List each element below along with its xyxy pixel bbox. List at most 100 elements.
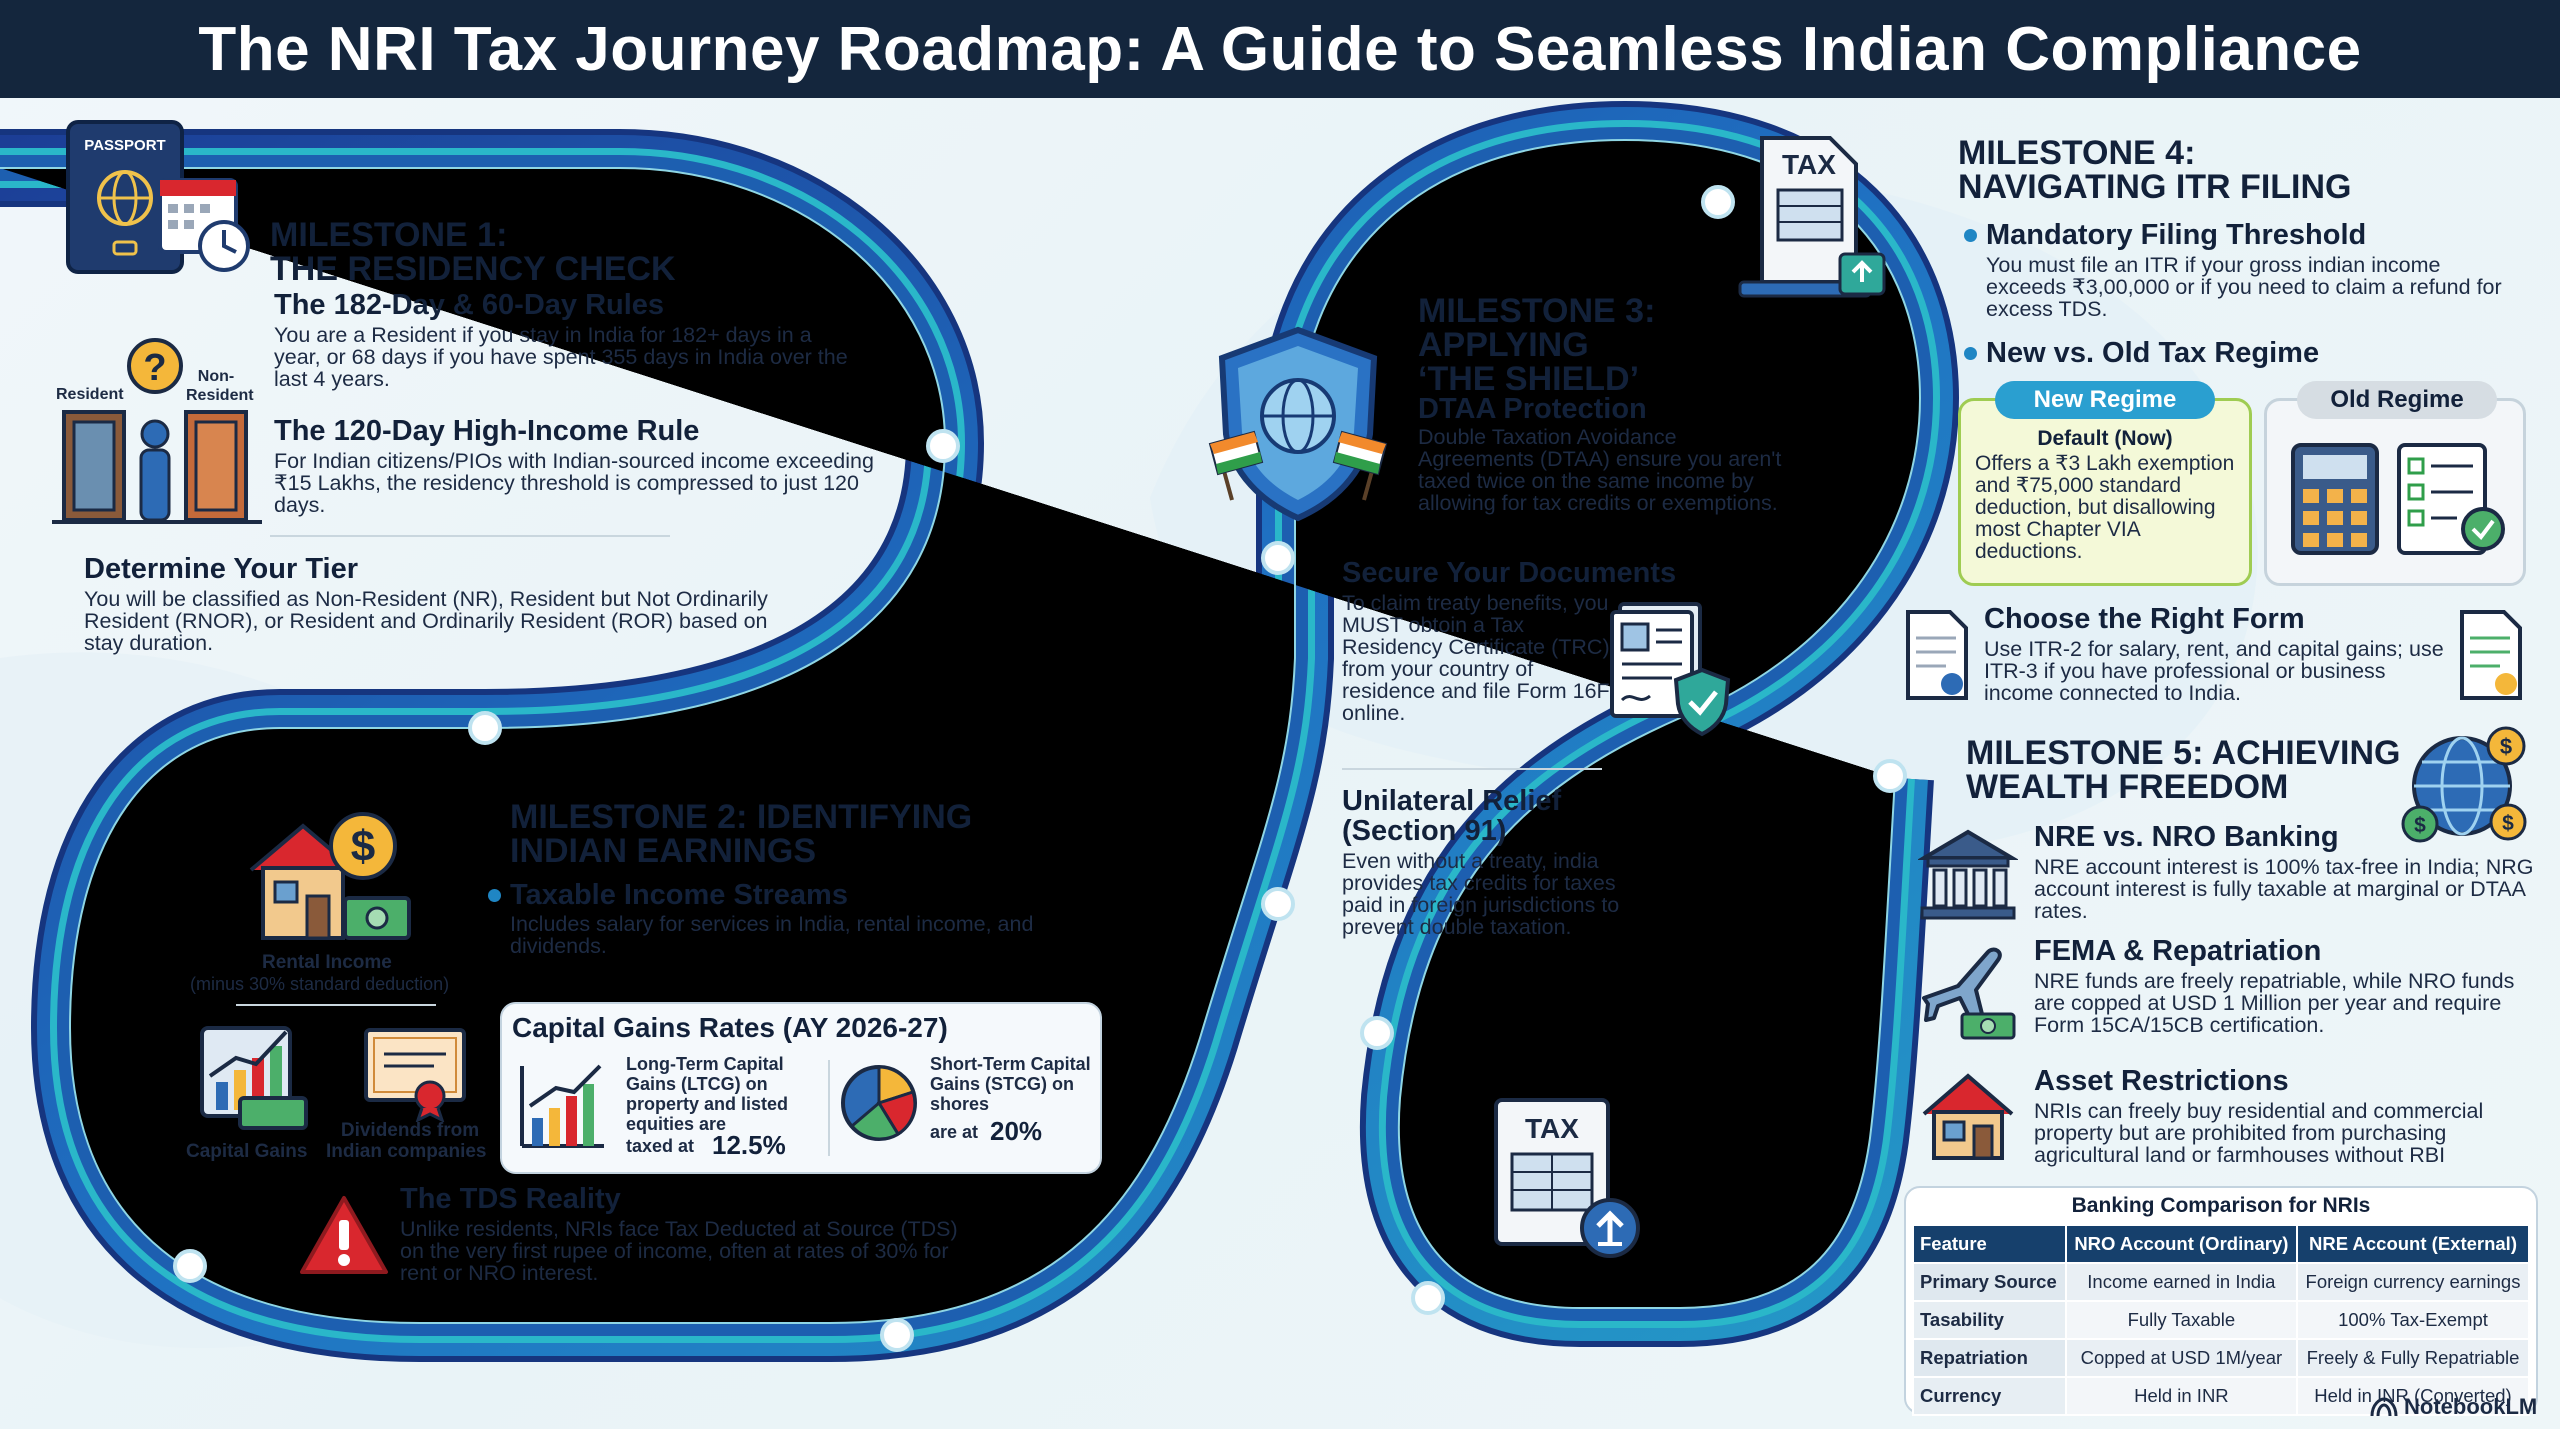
tier-text: You will be classified as Non-Resident (… [84,587,768,655]
milestone-1-title-line2: THE RESIDENCY CHECK [270,250,676,288]
bank-table-title: Banking Comparison for NRIs [2071,1194,2371,1217]
svg-text:$: $ [2502,812,2514,835]
svg-text:$: $ [2500,734,2512,759]
bank-table-wrapper: Feature NRO Account (Ordinary) NRE Accou… [1912,1224,2531,1416]
new-regime-card: New Regime Default (Now) Offers a ₹3 Lak… [1958,381,2252,586]
tax-doc-label: TAX [1525,1113,1579,1144]
svg-text:$: $ [351,822,375,871]
table-cell: Foreign currency earnings [2295,1262,2531,1302]
door-nonresident-label-1: Non- [197,368,235,385]
stcg-rate: 20% [990,1116,1043,1146]
tax-document-upload-icon: TAX [1494,1098,1640,1258]
table-cell: Freely & Fully Repatriable [2295,1338,2531,1378]
milestone-3-title-line2: APPLYING [1418,326,1589,364]
milestone-3-title-line3: ‘THE SHIELD’ [1418,360,1640,398]
regime-heading: New vs. Old Tax Regime [1963,337,2320,369]
table-cell: Copped at USD 1M/year [2064,1338,2298,1378]
brand-name: NotebookLM [2404,1394,2538,1419]
milestone-1-title-line1: MILESTONE 1: [270,216,508,254]
table-row: Repatriation Copped at USD 1M/year Freel… [1912,1338,2531,1378]
new-regime-text: Offers a ₹3 Lakh exemption and ₹75,000 s… [1975,452,2235,563]
rule-120-text: For Indian citizens/PIOs with Indian-sou… [274,449,874,517]
asset-heading: Asset Restrictions [2034,1065,2289,1097]
rental-income-label: Rental Income [262,952,392,973]
warning-icon [300,1196,388,1274]
brand-footer: NotebookLM [2370,1394,2537,1420]
ltcg-taxed: taxed at [626,1136,695,1156]
milestone-5-title-line1: MILESTONE 5: ACHIEVING [1966,734,2401,772]
form-heading: Choose the Right Form [1984,603,2305,635]
milestone-4-title-line1: MILESTONE 4: [1958,134,2196,172]
dtaa-heading: DTAA Protection [1418,393,1647,425]
dividends-label-1: Dividends from [340,1120,480,1141]
table-cell: Repatriation [1912,1338,2067,1378]
table-row: Currency Held in INR Held in INR (Conver… [1912,1376,2531,1416]
documents-heading: Secure Your Documents [1342,557,1677,589]
certificate-icon [364,1028,466,1122]
svg-text:$: $ [2414,814,2426,837]
milestone-4-title-line2: NAVIGATING ITR FILING [1958,168,2352,206]
tier-heading: Determine Your Tier [84,553,358,585]
table-row: Tasability Fully Taxable 100% Tax-Exempt [1912,1300,2531,1340]
income-streams-text: Includes salary for services in India, r… [510,912,1034,958]
old-regime-label: Old Regime [2297,381,2497,419]
dtaa-text: Double Taxation Avoidance Agreements (DT… [1418,425,1782,515]
passport-label: PASSPORT [84,137,165,154]
banking-comparison-table-card: Banking Comparison for NRIs Feature NRO … [1904,1186,2538,1416]
house-icon [1922,1073,2014,1160]
door-nonresident-label-2: Resident [186,387,254,404]
divider [270,535,670,537]
old-regime-card: Old Regime [2264,381,2526,586]
globe-money-icon: $ $ $ [2401,726,2527,843]
door-resident-label: Resident [56,386,124,403]
waypoint-markers [173,185,1907,1352]
passport-icon: PASSPORT [66,120,250,274]
banking-comparison-table: Feature NRO Account (Ordinary) NRE Accou… [1912,1224,2531,1416]
ltcg-text: Long-Term Capital Gains (LTCG) on proper… [626,1054,789,1134]
new-regime-default: Default (Now) [2037,427,2173,450]
table-cell: Held in INR [2064,1376,2298,1416]
stcg-are: are at [930,1122,979,1142]
capital-gains-icon [200,1026,308,1130]
documents-text: To claim treaty benefits, you MUST obtoi… [1342,591,1610,725]
resident-doors-icon: ? [52,338,262,524]
ltcg-rate: 12.5% [712,1130,786,1160]
threshold-heading: Mandatory Filing Threshold [1963,219,2367,251]
asset-text: NRIs can freely buy residential and comm… [2034,1099,2484,1167]
table-cell: Currency [1912,1376,2067,1416]
journey-road [0,98,2258,1429]
fema-heading: FEMA & Repatriation [2034,935,2322,967]
capital-gains-label: Capital Gains [186,1141,308,1162]
tax-laptop-label: TAX [1782,149,1836,180]
stcg-text: Short-Term Capital Gains (STCG) on shore… [930,1054,1091,1114]
new-regime-label: New Regime [1995,381,2215,419]
milestone-2-title-line2: INDIAN EARNINGS [510,832,817,870]
relief-heading-line2: (Section 91) [1342,815,1507,847]
title-bar: The NRI Tax Journey Roadmap: A Guide to … [0,0,2560,98]
bank-icon [1918,829,2018,920]
rental-income-icon: $ [249,812,411,940]
table-cell: Income earned in India [2064,1262,2298,1302]
airplane-money-icon [1922,947,2016,1040]
fema-text: NRE funds are freely repatriable, while … [2034,969,2515,1037]
threshold-text: You must file an ITR if your gross india… [1986,253,2502,321]
rule-182-text: You are a Resident if you stay in India … [274,323,848,391]
table-cell: Primary Source [1912,1262,2067,1302]
table-cell: 100% Tax-Exempt [2295,1300,2531,1340]
growth-chart-icon [520,1064,604,1148]
svg-text:?: ? [143,347,166,389]
divider [828,1060,830,1156]
divider [236,1004,436,1006]
table-header-cell: Feature [1912,1224,2067,1264]
form-document-icon [1906,610,1968,700]
milestone-5-title-line2: WEALTH FREEDOM [1966,768,2289,806]
capital-gains-rates-card: Capital Gains Rates (AY 2026-27) Long-Te… [500,1002,1102,1174]
tds-text: Unlike residents, NRIs face Tax Deducted… [400,1217,958,1285]
cg-box-title: Capital Gains Rates (AY 2026-27) [512,1012,948,1043]
divider [1342,768,1602,770]
rental-income-note: (minus 30% standard deduction) [190,974,450,994]
form-text: Use ITR-2 for salary, rent, and capital … [1984,637,2444,705]
table-row: Primary Source Income earned in India Fo… [1912,1262,2531,1302]
relief-text: Even without a treaty, india provides ta… [1342,849,1620,939]
